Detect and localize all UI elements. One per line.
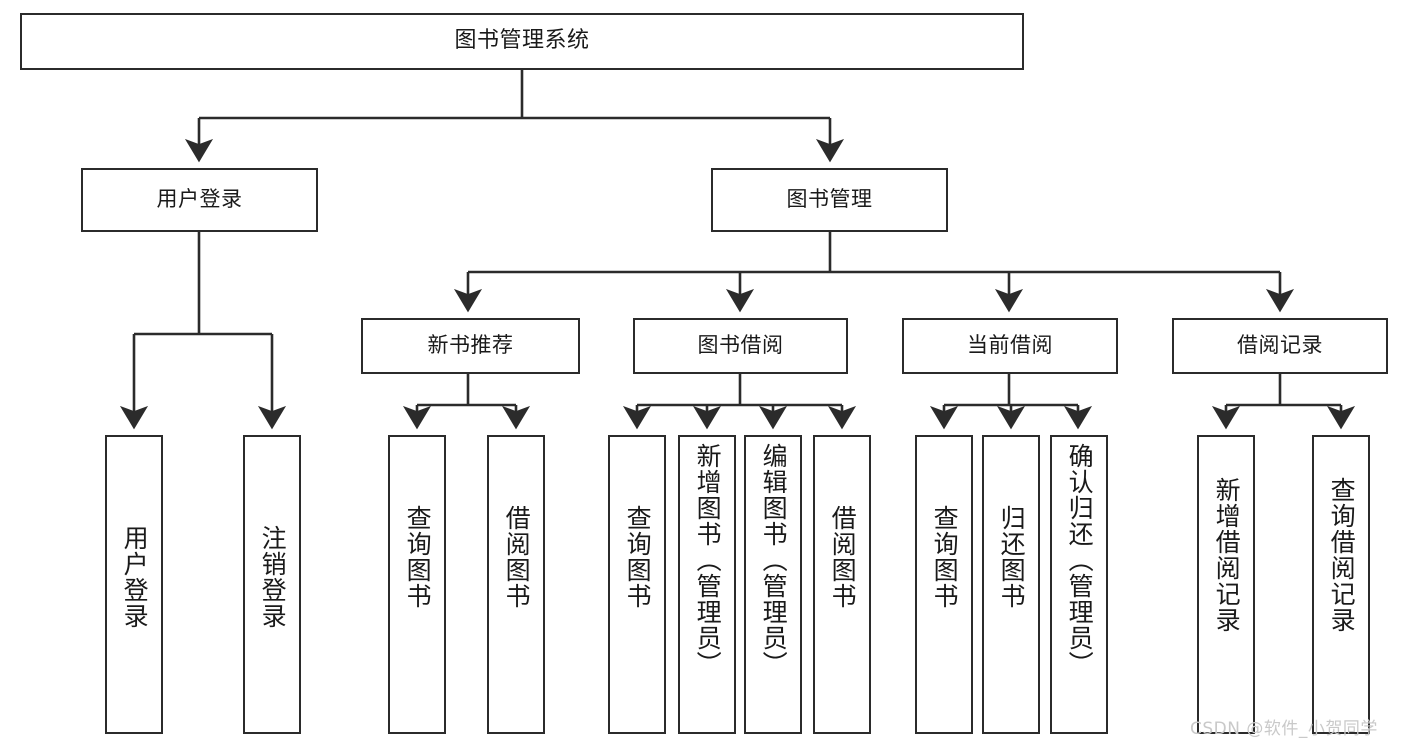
node-book-borrow-label: 图书借阅 <box>697 333 784 358</box>
leaf-add-book-label: 新增图书（管理员） <box>693 443 723 677</box>
node-borrow-record-label: 借阅记录 <box>1237 333 1323 358</box>
leaf-borrow-book-2[interactable]: 借阅图书 <box>813 435 871 734</box>
leaf-query-book-3[interactable]: 查询图书 <box>915 435 973 734</box>
leaf-user-login-label: 用户登录 <box>120 525 150 629</box>
leaf-confirm-return[interactable]: 确认归还（管理员） <box>1050 435 1108 734</box>
leaf-add-record-label: 新增借阅记录 <box>1212 477 1242 633</box>
leaf-edit-book-label: 编辑图书（管理员） <box>759 443 789 677</box>
leaf-query-book-2[interactable]: 查询图书 <box>608 435 666 734</box>
leaf-query-book-1-label: 查询图书 <box>403 505 433 609</box>
node-user-login[interactable]: 用户登录 <box>81 168 318 232</box>
node-root-system-label: 图书管理系统 <box>454 28 590 54</box>
leaf-confirm-return-label: 确认归还（管理员） <box>1065 443 1095 677</box>
leaf-query-book-1[interactable]: 查询图书 <box>388 435 446 734</box>
leaf-query-record[interactable]: 查询借阅记录 <box>1312 435 1370 734</box>
node-current-borrow-label: 当前借阅 <box>967 333 1053 358</box>
leaf-user-logout-label: 注销登录 <box>258 525 288 629</box>
node-current-borrow[interactable]: 当前借阅 <box>902 318 1118 374</box>
leaf-return-book-label: 归还图书 <box>997 505 1027 609</box>
node-new-book-recommend[interactable]: 新书推荐 <box>361 318 580 374</box>
leaf-query-book-3-label: 查询图书 <box>930 505 960 609</box>
node-book-borrow[interactable]: 图书借阅 <box>633 318 848 374</box>
leaf-query-book-2-label: 查询图书 <box>623 505 653 609</box>
leaf-add-book[interactable]: 新增图书（管理员） <box>678 435 736 734</box>
leaf-edit-book[interactable]: 编辑图书（管理员） <box>744 435 802 734</box>
node-book-management-label: 图书管理 <box>786 187 873 212</box>
leaf-query-record-label: 查询借阅记录 <box>1327 477 1357 633</box>
leaf-borrow-book-1-label: 借阅图书 <box>502 505 532 609</box>
node-borrow-record[interactable]: 借阅记录 <box>1172 318 1388 374</box>
node-new-book-recommend-label: 新书推荐 <box>427 333 514 358</box>
leaf-borrow-book-2-label: 借阅图书 <box>828 505 858 609</box>
leaf-add-record[interactable]: 新增借阅记录 <box>1197 435 1255 734</box>
csdn-watermark: CSDN @软件_小贺同学 <box>1190 719 1378 739</box>
leaf-user-logout[interactable]: 注销登录 <box>243 435 301 734</box>
leaf-borrow-book-1[interactable]: 借阅图书 <box>487 435 545 734</box>
node-book-management[interactable]: 图书管理 <box>711 168 948 232</box>
leaf-user-login[interactable]: 用户登录 <box>105 435 163 734</box>
leaf-return-book[interactable]: 归还图书 <box>982 435 1040 734</box>
node-user-login-label: 用户登录 <box>156 187 243 212</box>
node-root-system[interactable]: 图书管理系统 <box>20 13 1024 70</box>
